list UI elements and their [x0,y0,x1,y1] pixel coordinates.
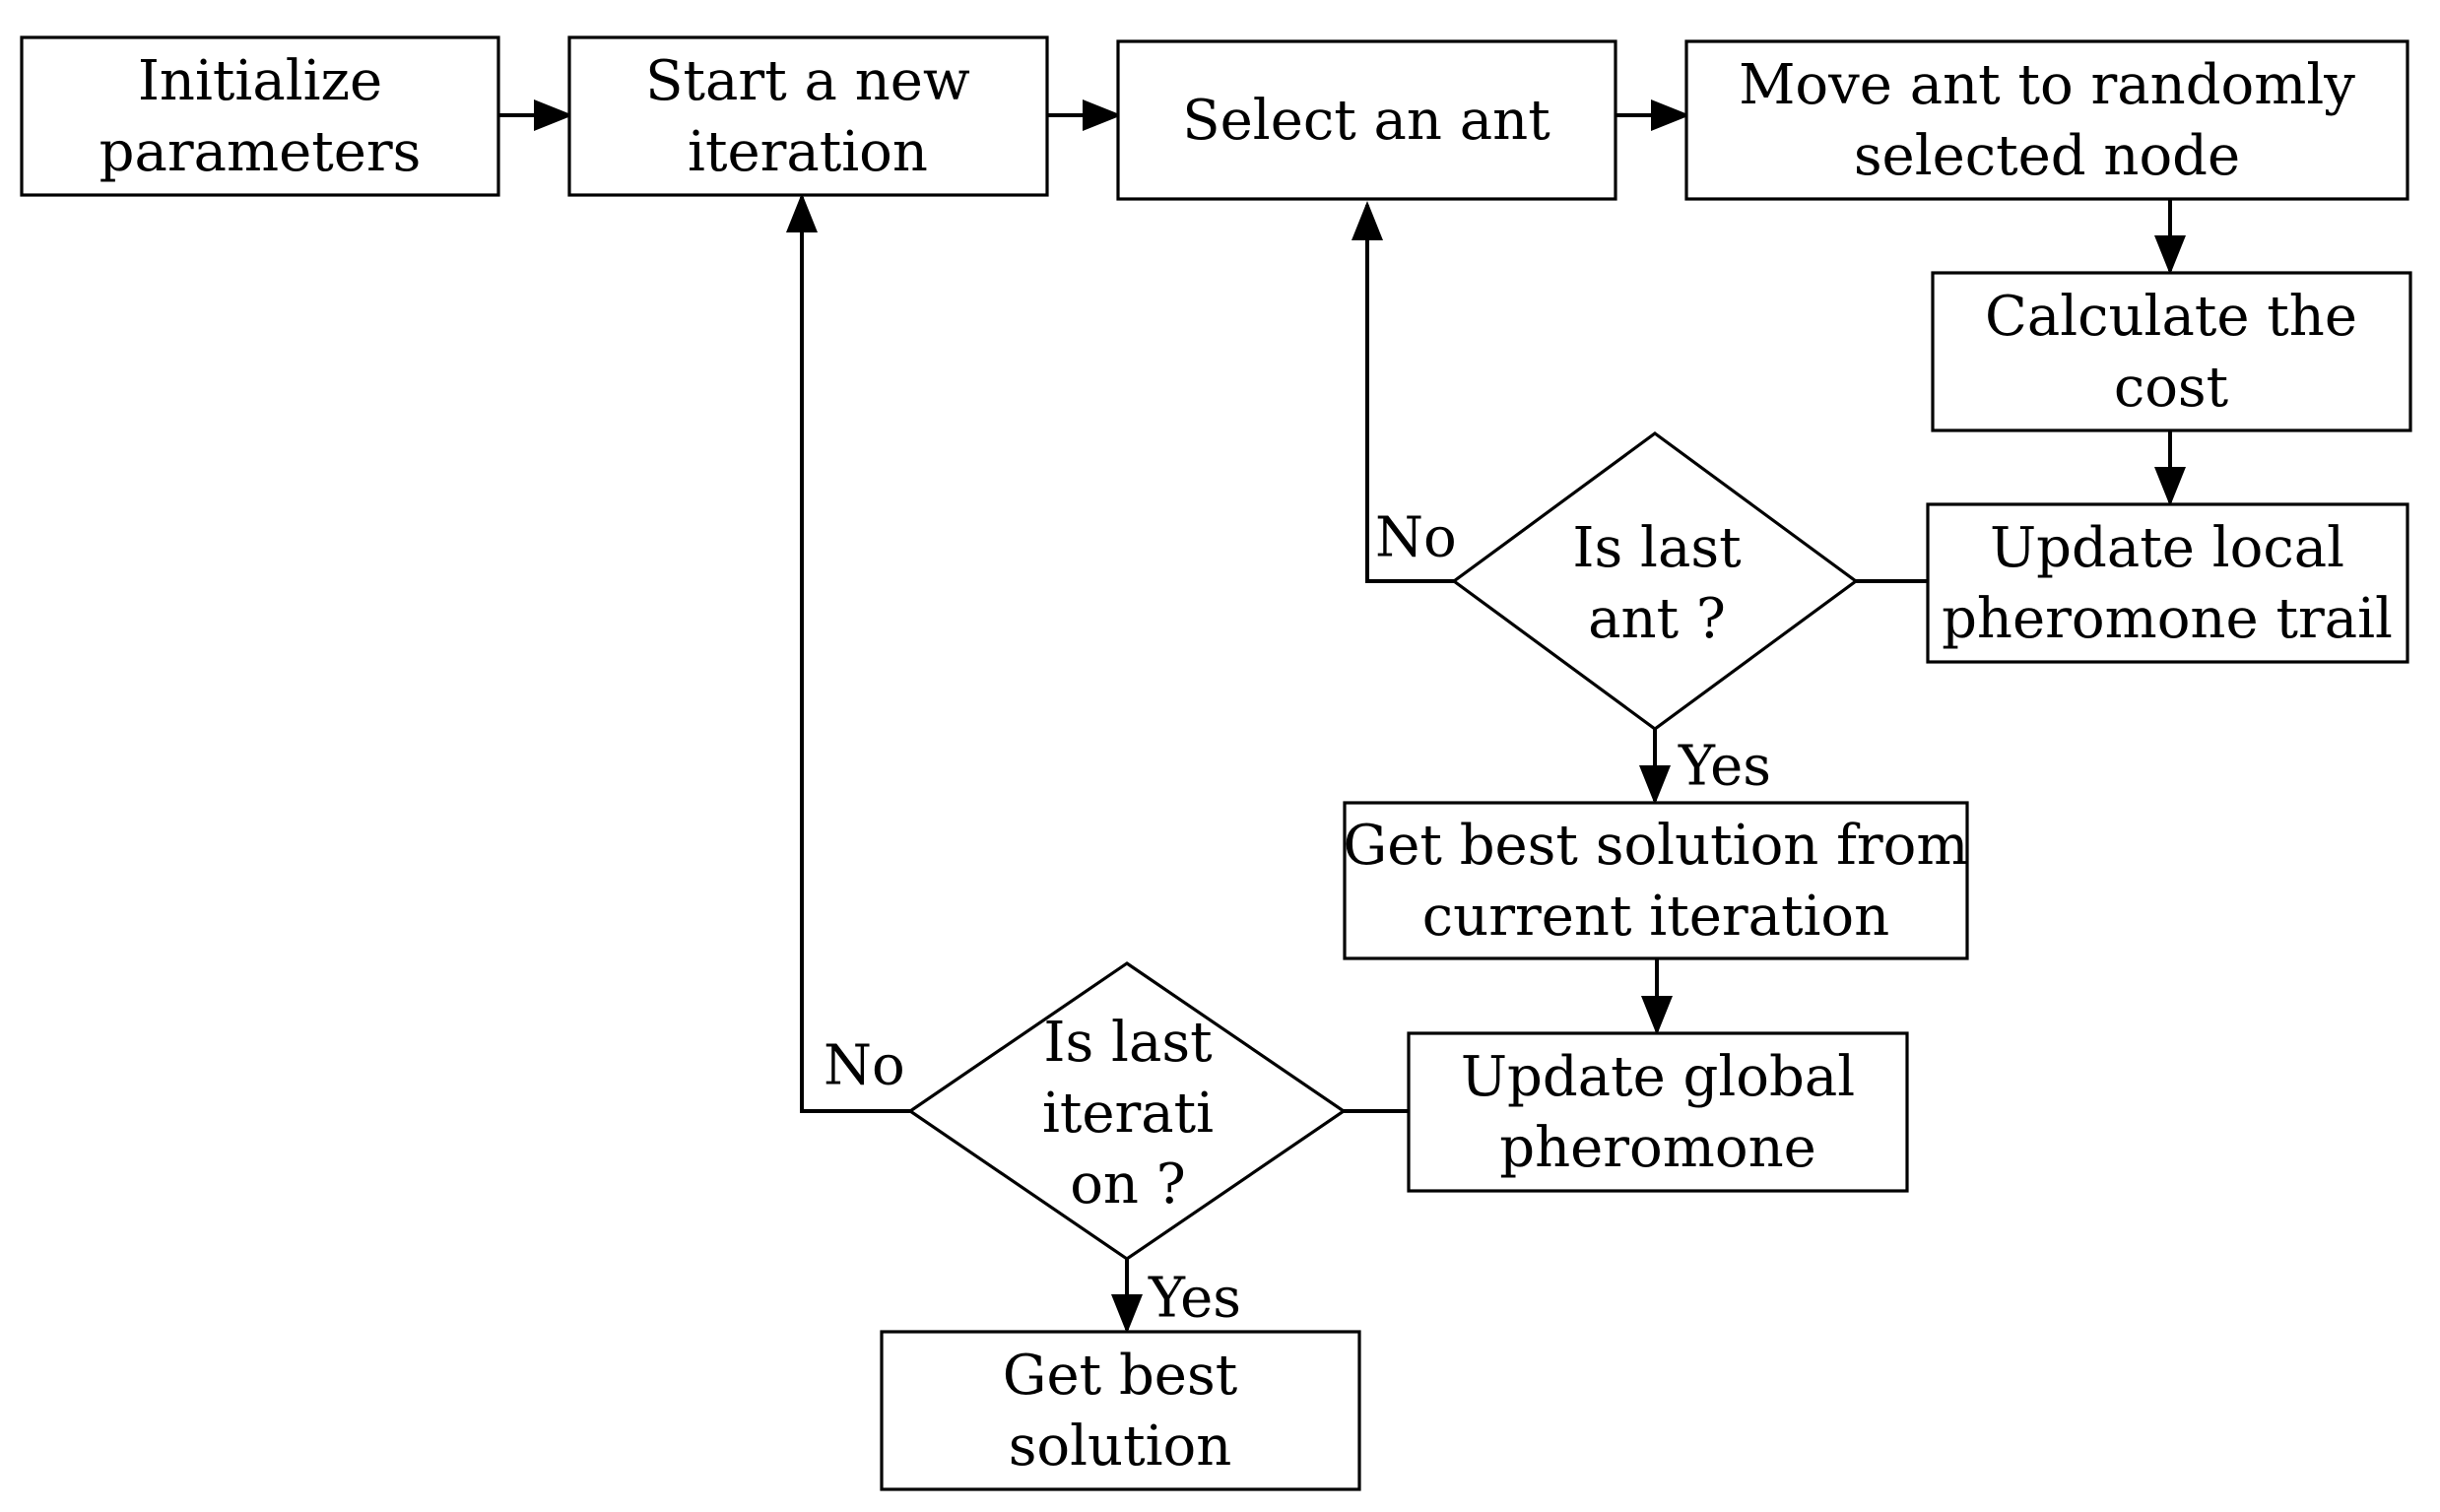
edge-label-ant-no: No [1375,506,1457,570]
decision-label: Is last ant ? [1572,516,1742,651]
node-update-local-pheromone: Update local pheromone trail [1926,502,2409,664]
label-line: parameters [99,120,422,184]
label-line: Move ant to randomly [1739,53,2355,117]
label-line: Is last [1572,516,1742,580]
node-label: Get best solution from current iteration [1344,814,1969,949]
label-line: pheromone trail [1942,587,2393,651]
node-label: Move ant to randomly selected node [1739,53,2355,188]
label-line: solution [1009,1414,1232,1479]
node-select-ant: Select an ant [1116,39,1617,201]
node-move-ant: Move ant to randomly selected node [1684,39,2409,201]
label-line: Is last [1043,1011,1213,1075]
label-line: on ? [1070,1152,1186,1216]
node-label: Calculate the cost [1985,285,2357,420]
label-line: Select an ant [1182,89,1550,153]
label-line: Get best [1003,1344,1238,1408]
edge-label-ant-yes: Yes [1678,735,1771,799]
node-calculate-cost: Calculate the cost [1931,271,2412,432]
node-update-global-pheromone: Update global pheromone [1407,1031,1909,1193]
label-line: current iteration [1422,885,1889,949]
label-line: Get best solution from [1344,814,1969,878]
label-line: selected node [1854,124,2240,188]
label-line: Update local [1990,516,2344,580]
node-label: Update local pheromone trail [1942,516,2393,651]
decision-is-last-ant: Is last ant ? [1451,431,1859,731]
arrow-ant-no-loop [1352,201,1454,583]
label-line: Update global [1461,1045,1855,1109]
label-line: iterati [1042,1082,1214,1146]
node-initialize-parameters: Initialize parameters [20,35,500,197]
node-label: Update global pheromone [1461,1045,1855,1180]
arrow-iter-no-loop [786,193,910,1113]
node-get-best-iteration-solution: Get best solution from current iteration [1343,801,1969,960]
label-line: iteration [688,120,928,184]
label-line: cost [2114,356,2229,420]
node-start-new-iteration: Start a new iteration [567,35,1049,197]
connectors [498,99,2186,1334]
node-label: Select an ant [1182,89,1550,153]
label-line: ant ? [1588,587,1726,651]
label-line: Start a new [645,49,970,113]
edge-label-iteration-no: No [824,1034,905,1098]
node-label: Initialize parameters [99,49,422,184]
label-line: Initialize [138,49,382,113]
label-line: Calculate the [1985,285,2357,349]
label-line: pheromone [1499,1116,1816,1180]
node-label: Start a new iteration [645,49,970,184]
edge-label-iteration-yes: Yes [1148,1267,1241,1331]
